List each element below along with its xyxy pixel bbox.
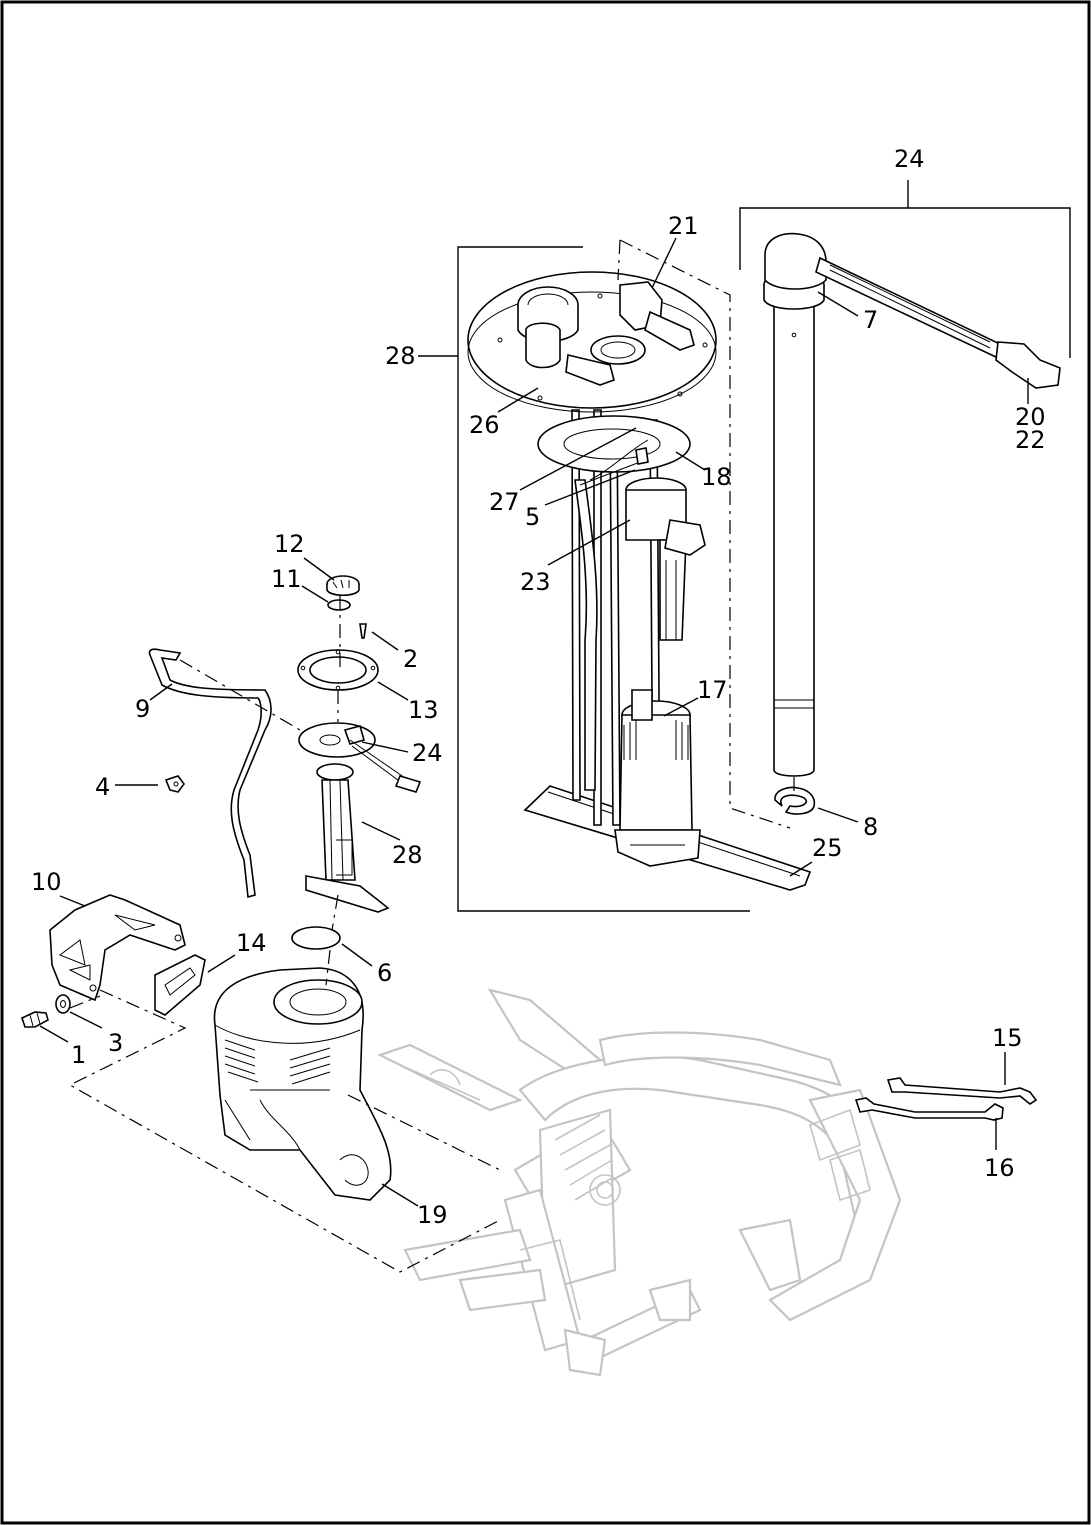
callout-1: 1 — [71, 1041, 86, 1069]
screw-2 — [359, 623, 367, 639]
gasket-13 — [297, 649, 379, 691]
callout-28-box: 28 — [385, 342, 416, 370]
callout-11: 11 — [271, 565, 302, 593]
o-ring-6 — [291, 926, 341, 950]
fuel-line-16 — [854, 1097, 1004, 1121]
callout-26: 26 — [469, 411, 500, 439]
callout-2: 2 — [403, 645, 418, 673]
callout-22: 22 — [1015, 426, 1046, 454]
tank-bracket — [49, 894, 186, 1002]
callout-3: 3 — [108, 1029, 123, 1057]
callout-19: 19 — [417, 1201, 448, 1229]
callout-27: 27 — [489, 488, 520, 516]
callout-8: 8 — [863, 813, 878, 841]
retaining-ring-8 — [774, 786, 816, 815]
leader-lines — [39, 180, 1071, 1207]
hose-9 — [148, 648, 272, 899]
callout-9: 9 — [135, 695, 150, 723]
callout-24-main: 24 — [412, 739, 443, 767]
pump-module-28 — [467, 271, 812, 891]
callout-5: 5 — [525, 503, 540, 531]
fuel-level-sender — [763, 232, 1061, 777]
pump-flange-small — [298, 722, 422, 793]
bracket-pad — [154, 954, 206, 1016]
motorcycle-frame — [377, 988, 902, 1377]
callout-21: 21 — [668, 212, 699, 240]
washer — [55, 994, 71, 1014]
callout-16: 16 — [984, 1154, 1015, 1182]
callout-25: 25 — [812, 834, 843, 862]
callout-17: 17 — [697, 676, 728, 704]
callout-labels: 24 21 7 28 20 22 26 18 27 5 12 23 11 2 1… — [31, 145, 1046, 1229]
callout-13: 13 — [408, 696, 439, 724]
fuel-line-15 — [886, 1077, 1038, 1105]
clip-4 — [164, 775, 185, 793]
callout-6: 6 — [377, 959, 392, 987]
bolt — [21, 1011, 49, 1028]
fuel-cap — [326, 575, 360, 597]
callout-10: 10 — [31, 868, 62, 896]
callout-7: 7 — [863, 306, 878, 334]
callout-20: 20 — [1015, 403, 1046, 431]
callout-18: 18 — [701, 463, 732, 491]
fuel-tank — [213, 967, 392, 1201]
callout-14: 14 — [236, 929, 267, 957]
pump-body-small — [305, 763, 390, 913]
o-ring-11 — [327, 599, 351, 611]
callout-4: 4 — [95, 773, 110, 801]
callout-28-main: 28 — [392, 841, 423, 869]
callout-24-top: 24 — [894, 145, 925, 173]
callout-15: 15 — [992, 1024, 1023, 1052]
assembly-guide-lines — [68, 239, 795, 1273]
callout-23: 23 — [520, 568, 551, 596]
callout-12: 12 — [274, 530, 305, 558]
